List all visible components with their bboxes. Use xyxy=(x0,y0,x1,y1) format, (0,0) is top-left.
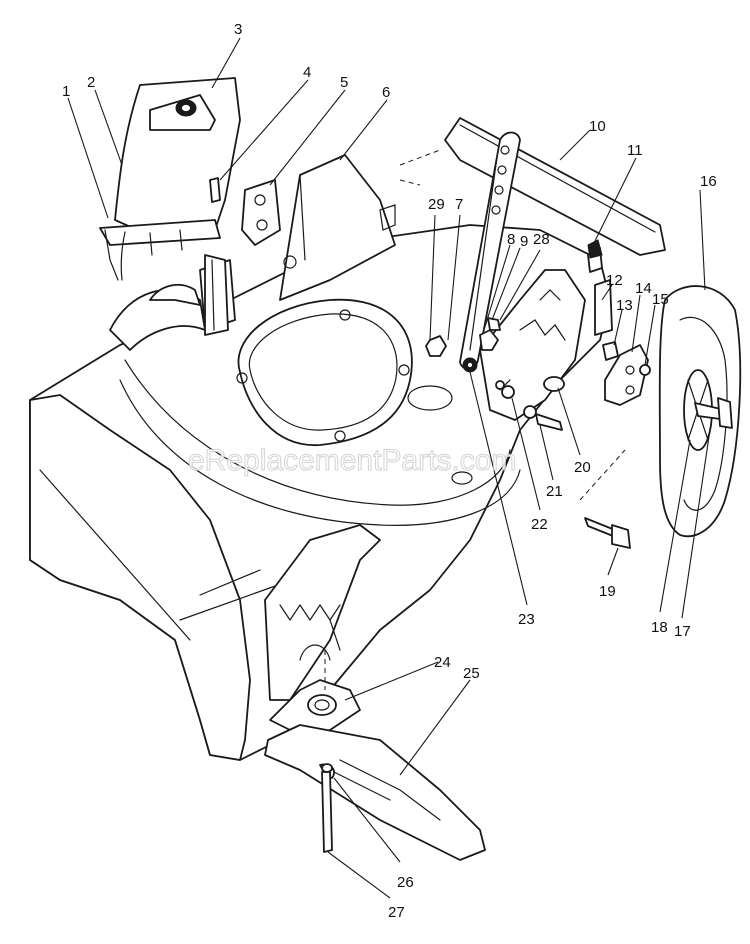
callout-2: 2 xyxy=(87,74,95,91)
leader-lines xyxy=(67,37,711,899)
callout-13: 13 xyxy=(616,297,633,314)
callout-8: 8 xyxy=(507,231,515,248)
callout-28: 28 xyxy=(533,231,550,248)
bracket xyxy=(241,179,281,246)
callout-5: 5 xyxy=(340,74,348,91)
callout-3: 3 xyxy=(234,21,242,38)
callout-6: 6 xyxy=(382,84,390,101)
callout-22: 22 xyxy=(531,516,548,533)
callout-4: 4 xyxy=(303,64,311,81)
callout-27: 27 xyxy=(388,904,405,921)
callout-12: 12 xyxy=(606,272,623,289)
callout-29: 29 xyxy=(428,196,445,213)
callout-19: 19 xyxy=(599,583,616,600)
callout-11: 11 xyxy=(627,142,643,159)
callout-7: 7 xyxy=(455,196,463,213)
callout-14: 14 xyxy=(635,280,652,297)
rear-guard xyxy=(99,77,241,336)
callout-10: 10 xyxy=(589,118,606,135)
wheel xyxy=(658,285,742,538)
callout-20: 20 xyxy=(574,459,591,476)
callout-17: 17 xyxy=(674,623,691,640)
hardware xyxy=(425,239,651,549)
blade-assembly xyxy=(264,650,486,861)
watermark: eReplacementParts.com xyxy=(188,444,516,477)
callout-numbers: 1 2 3 4 5 6 7 8 9 10 11 12 13 14 15 16 1… xyxy=(62,21,717,921)
callout-16: 16 xyxy=(700,173,717,190)
callout-18: 18 xyxy=(651,619,668,636)
callout-25: 25 xyxy=(463,665,480,682)
callout-1: 1 xyxy=(62,83,70,100)
callout-15: 15 xyxy=(652,291,669,308)
callout-21: 21 xyxy=(546,483,563,500)
callout-9: 9 xyxy=(520,233,528,250)
adjuster-arm xyxy=(459,131,521,370)
callout-26: 26 xyxy=(397,874,414,891)
callout-24: 24 xyxy=(434,654,451,671)
callout-23: 23 xyxy=(518,611,535,628)
